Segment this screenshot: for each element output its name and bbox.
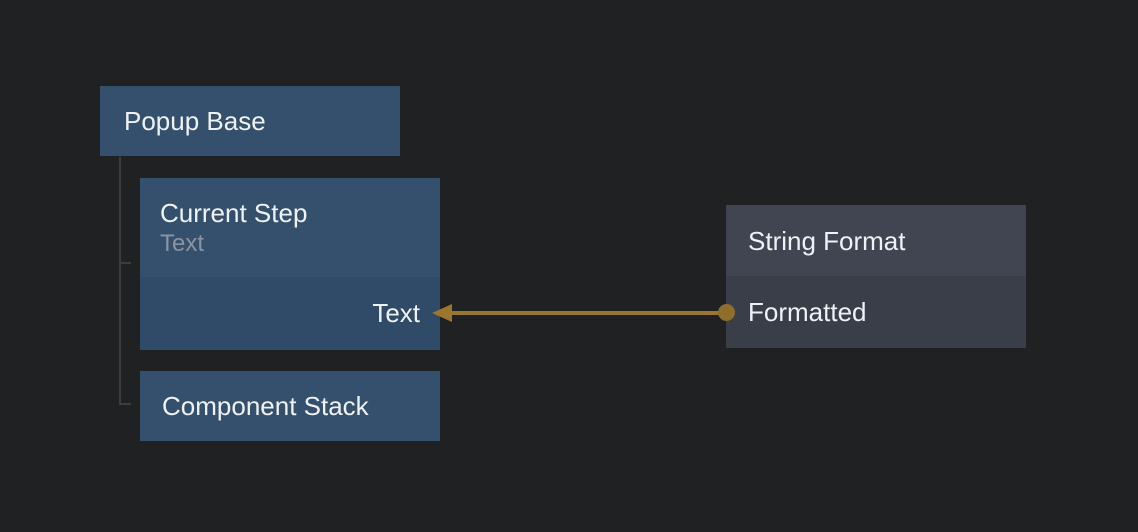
node-string-format-header[interactable]: String Format [726,205,1026,276]
tree-connector-vertical-line [119,157,121,405]
tree-connector-tick-current-step [119,262,131,264]
node-string-format[interactable]: String Format Formatted [726,205,1026,348]
connection-wire[interactable] [448,311,727,315]
node-current-step[interactable]: Current Step Text Text [140,178,440,350]
output-port-formatted-label: Formatted [748,296,867,327]
node-current-step-header[interactable]: Current Step Text [140,178,440,277]
node-current-step-subtitle: Text [160,229,205,257]
node-current-step-title: Current Step [160,197,308,228]
output-port-formatted[interactable]: Formatted [726,276,1026,348]
node-popup-base[interactable]: Popup Base [100,86,400,156]
node-string-format-title: String Format [748,225,906,256]
node-component-stack-title: Component Stack [162,391,369,421]
node-component-stack[interactable]: Component Stack [140,371,440,441]
connection-arrowhead-icon [432,304,452,322]
input-port-text-label: Text [372,298,420,328]
tree-connector-tick-component-stack [119,403,131,405]
input-port-text[interactable]: Text [140,277,440,350]
node-popup-base-title: Popup Base [124,106,266,136]
output-port-dot[interactable] [718,304,735,321]
